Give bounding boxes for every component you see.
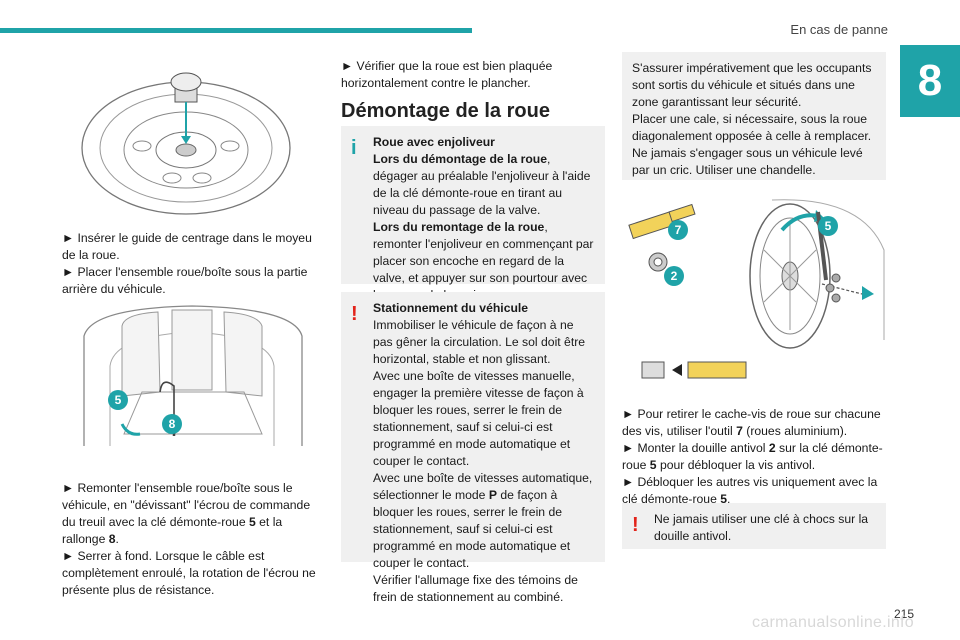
figure-trunk-winch: 5 8 [62, 296, 324, 456]
instruction-raise-assembly: ► Remonter l'ensemble roue/boîte sous le… [62, 481, 311, 546]
header-accent-bar [0, 28, 472, 33]
page-number: 215 [893, 607, 914, 621]
figure-label-5b: 5 [825, 219, 832, 233]
figure-wheel-bolts: 7 2 5 [622, 190, 886, 388]
info-title: Roue avec enjoliveur [373, 135, 495, 149]
chapter-number: 8 [900, 45, 960, 117]
warning-icon: ! [351, 303, 358, 325]
figure-label-2: 2 [671, 269, 678, 283]
instruction-place-assembly: ► Placer l'ensemble roue/boîte sous la p… [62, 265, 308, 296]
figure-centering-guide [62, 62, 324, 218]
info-icon: i [351, 137, 357, 159]
instruction-insert-guide: ► Insérer le guide de centrage dans le m… [62, 231, 312, 262]
heading-wheel-removal: Démontage de la roue [341, 100, 550, 122]
instruction-loosen-bolts: ► Débloquer les autres vis uniquement av… [622, 475, 878, 506]
instruction-mount-socket: ► Monter la douille antivol 2 sur la clé… [622, 441, 883, 472]
info-box-wheel-cover: i Roue avec enjoliveur Lors du démontage… [341, 126, 605, 302]
safety-box: S'assurer impérativement que les occupan… [622, 52, 886, 180]
warning-title: Stationnement du véhicule [373, 301, 529, 315]
instruction-remove-caps: ► Pour retirer le cache-vis de roue sur … [622, 407, 881, 438]
section-title: En cas de panne [790, 22, 888, 37]
instruction-tighten: ► Serrer à fond. Lorsque le câble est co… [62, 549, 316, 597]
warning-icon: ! [632, 514, 639, 536]
warning-box-parking: ! Stationnement du véhicule Immobiliser … [341, 292, 605, 604]
instruction-check-wheel: ► Vérifier que la roue est bien plaquée … [341, 59, 553, 90]
figure-label-8: 8 [169, 417, 176, 431]
warning-box-impact-wrench: ! Ne jamais utiliser une clé à chocs sur… [622, 503, 886, 549]
figure-label-5: 5 [115, 393, 122, 407]
watermark: carmanualsonline.info [752, 614, 914, 631]
figure-label-7: 7 [675, 223, 682, 237]
